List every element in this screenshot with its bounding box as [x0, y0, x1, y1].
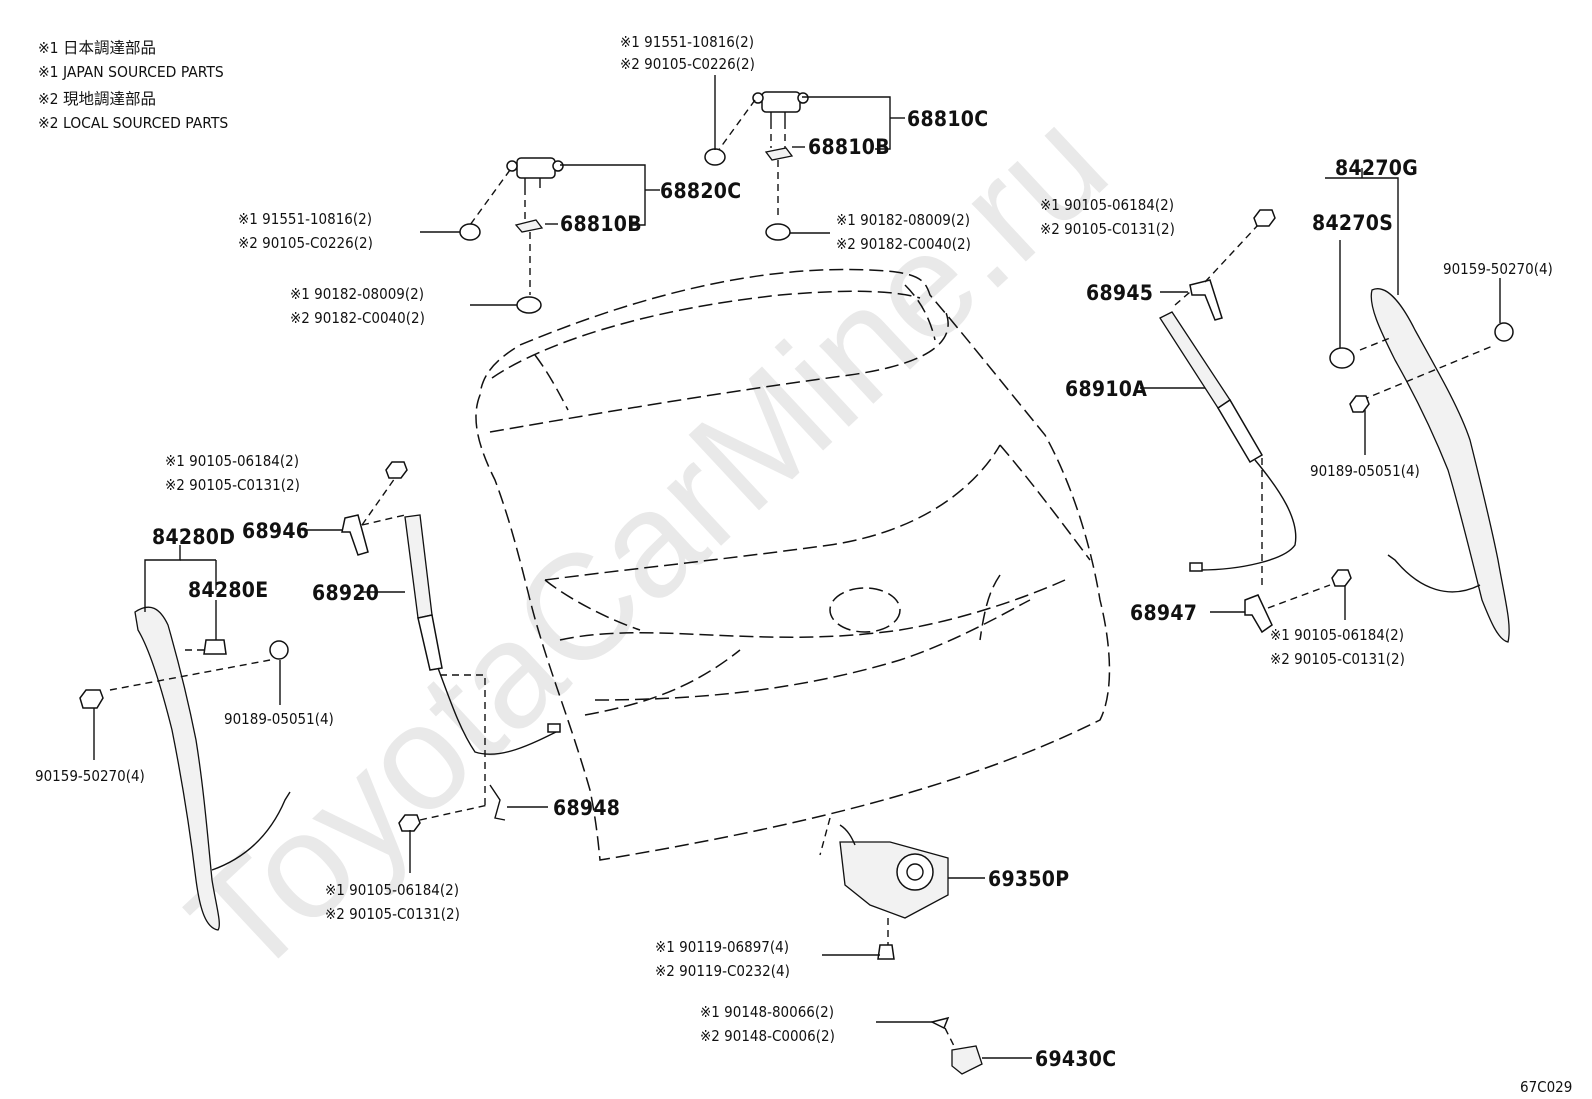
- fastener-screw-2: ※2 90148-C0006(2): [700, 1027, 835, 1045]
- fastener-right-bolt-top-2: ※2 90105-C0131(2): [1040, 220, 1175, 238]
- fastener-top-center-2: ※2 90105-C0226(2): [620, 55, 755, 73]
- bracket-68820c: [420, 157, 660, 314]
- fastener-left-nut-1: ※1 90182-08009(2): [290, 285, 424, 303]
- fastener-right-90159: 90159-50270(4): [1443, 260, 1553, 278]
- legend-line-2: ※1 JAPAN SOURCED PARTS: [38, 63, 224, 81]
- handle-69430c: [876, 1016, 1032, 1075]
- part-label-84270g: 84270G: [1335, 156, 1418, 180]
- fastener-right-bolt-bottom-1: ※1 90105-06184(2): [1270, 626, 1404, 644]
- part-label-68946: 68946: [242, 519, 309, 543]
- back-door-outline: [475, 268, 1111, 861]
- fastener-screw-1: ※1 90148-80066(2): [700, 1003, 834, 1021]
- part-label-84280e: 84280E: [188, 578, 268, 602]
- fastener-left-90159: 90159-50270(4): [35, 767, 145, 785]
- fastener-left-bolt-top-1: ※1 90105-06184(2): [165, 452, 299, 470]
- fastener-motor-bolt-1: ※1 90119-06897(4): [655, 938, 789, 956]
- part-label-68820c: 68820C: [660, 179, 741, 203]
- fastener-left-bolt-bottom-2: ※2 90105-C0131(2): [325, 905, 460, 923]
- part-label-68810b-left: 68810B: [560, 212, 642, 236]
- fastener-right-90189: 90189-05051(4): [1310, 462, 1420, 480]
- legend-line-4: ※2 LOCAL SOURCED PARTS: [38, 114, 228, 132]
- part-label-68810b-right: 68810B: [808, 135, 890, 159]
- part-label-84280d: 84280D: [152, 525, 235, 549]
- part-label-68920: 68920: [312, 581, 379, 605]
- bracket-68810c: [704, 75, 905, 241]
- fastener-right-nut-1: ※1 90182-08009(2): [836, 211, 970, 229]
- fastener-motor-bolt-2: ※2 90119-C0232(4): [655, 962, 790, 980]
- sensor-84270g: [1325, 168, 1514, 643]
- part-label-68947: 68947: [1130, 601, 1197, 625]
- fastener-top-center-1: ※1 91551-10816(2): [620, 33, 754, 51]
- part-label-68810c: 68810C: [907, 107, 988, 131]
- legend: ※1 日本調達部品 ※1 JAPAN SOURCED PARTS ※2 現地調達…: [38, 39, 228, 132]
- fastener-right-bolt-top-1: ※1 90105-06184(2): [1040, 196, 1174, 214]
- fastener-left-bolt-top-2: ※2 90105-C0131(2): [165, 476, 300, 494]
- legend-line-3: ※2 現地調達部品: [38, 90, 156, 108]
- strut-68920: [302, 461, 561, 873]
- part-label-68948: 68948: [553, 796, 620, 820]
- fastener-left-nut-2: ※2 90182-C0040(2): [290, 309, 425, 327]
- motor-69350p: [819, 817, 985, 960]
- fastener-left-top-2: ※2 90105-C0226(2): [238, 234, 373, 252]
- part-label-68910a: 68910A: [1065, 377, 1147, 401]
- part-label-69430c: 69430C: [1035, 1047, 1116, 1071]
- sensor-84280d: [79, 545, 291, 931]
- strut-68910a: [1140, 209, 1352, 634]
- legend-line-1: ※1 日本調達部品: [38, 39, 156, 57]
- part-label-69350p: 69350P: [988, 867, 1069, 891]
- fastener-left-bolt-bottom-1: ※1 90105-06184(2): [325, 881, 459, 899]
- fastener-left-top-1: ※1 91551-10816(2): [238, 210, 372, 228]
- part-label-68945: 68945: [1086, 281, 1153, 305]
- fastener-right-bolt-bottom-2: ※2 90105-C0131(2): [1270, 650, 1405, 668]
- part-label-84270s: 84270S: [1312, 211, 1393, 235]
- diagram-code: 67C029: [1520, 1078, 1572, 1096]
- fastener-right-nut-2: ※2 90182-C0040(2): [836, 235, 971, 253]
- fastener-left-90189: 90189-05051(4): [224, 710, 334, 728]
